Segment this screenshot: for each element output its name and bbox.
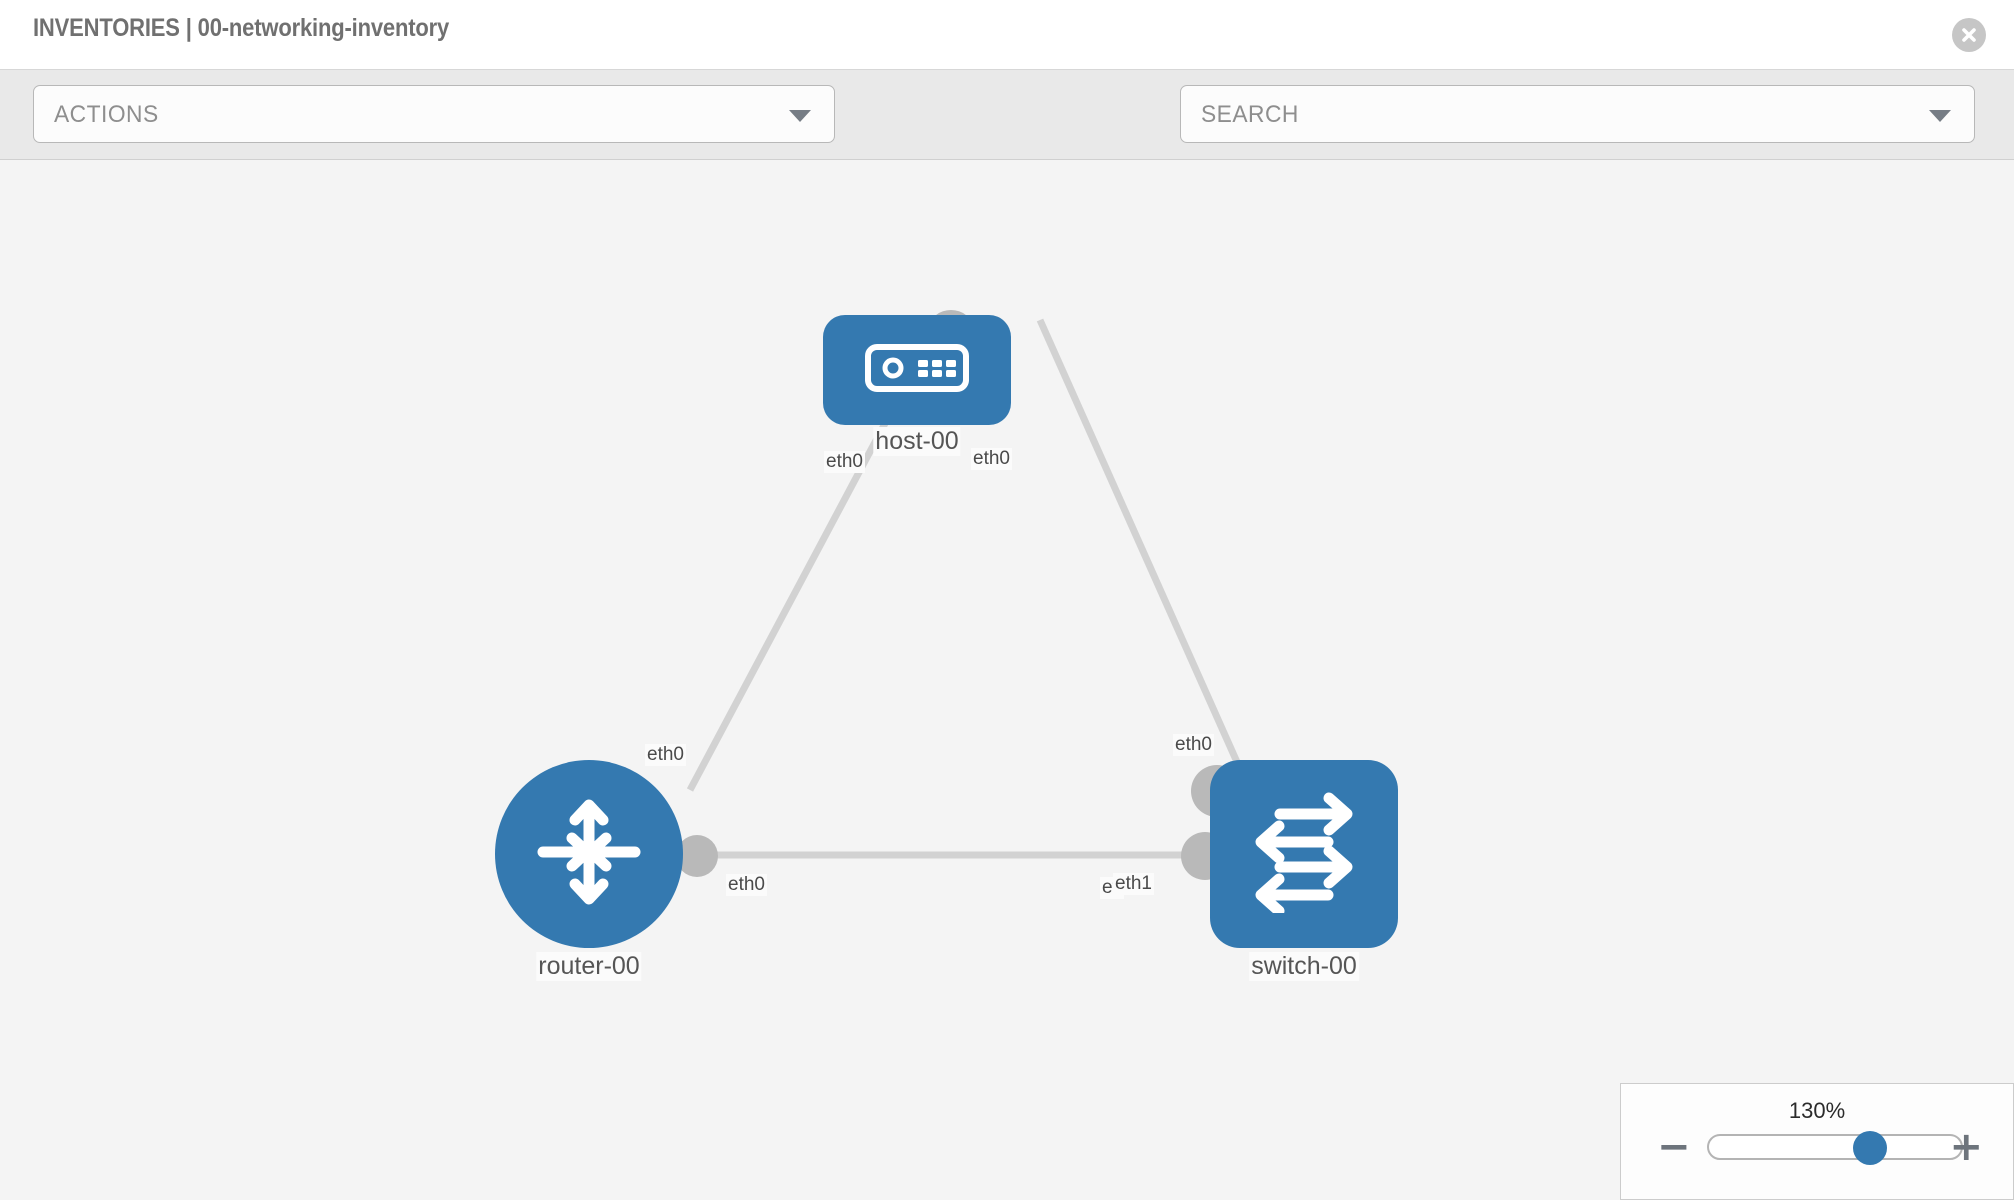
iface-label: eth1 xyxy=(1113,873,1154,895)
node-host-00[interactable]: host-00 xyxy=(823,315,1011,456)
zoom-slider[interactable] xyxy=(1707,1131,1963,1165)
search-input[interactable]: SEARCH xyxy=(1180,85,1975,143)
node-switch-00-shape[interactable] xyxy=(1210,760,1398,948)
iface-label: eth0 xyxy=(824,451,865,473)
chevron-down-icon xyxy=(1929,110,1951,122)
search-placeholder: SEARCH xyxy=(1201,101,1299,128)
iface-label: eth0 xyxy=(971,448,1012,470)
node-router-00-shape[interactable] xyxy=(495,760,683,948)
page-header: INVENTORIES | 00-networking-inventory xyxy=(0,0,2014,70)
chevron-down-icon xyxy=(789,110,811,122)
node-router-00-label: router-00 xyxy=(536,952,642,981)
iface-label: eth0 xyxy=(645,744,686,766)
zoom-slider-thumb[interactable] xyxy=(1853,1131,1888,1165)
zoom-in-button[interactable]: + xyxy=(1949,1124,1983,1170)
breadcrumb: INVENTORIES | 00-networking-inventory xyxy=(33,14,450,42)
iface-label: eth0 xyxy=(726,874,767,896)
actions-dropdown-label: ACTIONS xyxy=(54,101,159,128)
node-switch-00-label: switch-00 xyxy=(1249,952,1359,981)
node-host-00-shape[interactable] xyxy=(823,315,1011,425)
zoom-percent-label: 130% xyxy=(1788,1098,1846,1123)
port-router-right[interactable] xyxy=(676,835,718,877)
zoom-control-panel: 130% − + xyxy=(1620,1083,2014,1200)
link-host-switch xyxy=(1036,318,1249,782)
server-appliance-icon xyxy=(865,343,969,397)
topology-canvas[interactable]: host-00 xyxy=(0,160,2014,1200)
zoom-out-button[interactable]: − xyxy=(1657,1124,1691,1170)
toolbar: ACTIONS SEARCH xyxy=(0,70,2014,196)
actions-dropdown[interactable]: ACTIONS xyxy=(33,85,835,143)
close-button[interactable] xyxy=(1952,18,1986,52)
node-host-00-label: host-00 xyxy=(873,427,961,456)
node-switch-00[interactable]: switch-00 xyxy=(1210,760,1398,981)
node-router-00[interactable]: router-00 xyxy=(495,760,683,981)
iface-label: eth0 xyxy=(1173,734,1214,756)
switch-two-way-arrows-icon xyxy=(1243,791,1365,918)
router-four-arrows-icon xyxy=(530,793,648,916)
